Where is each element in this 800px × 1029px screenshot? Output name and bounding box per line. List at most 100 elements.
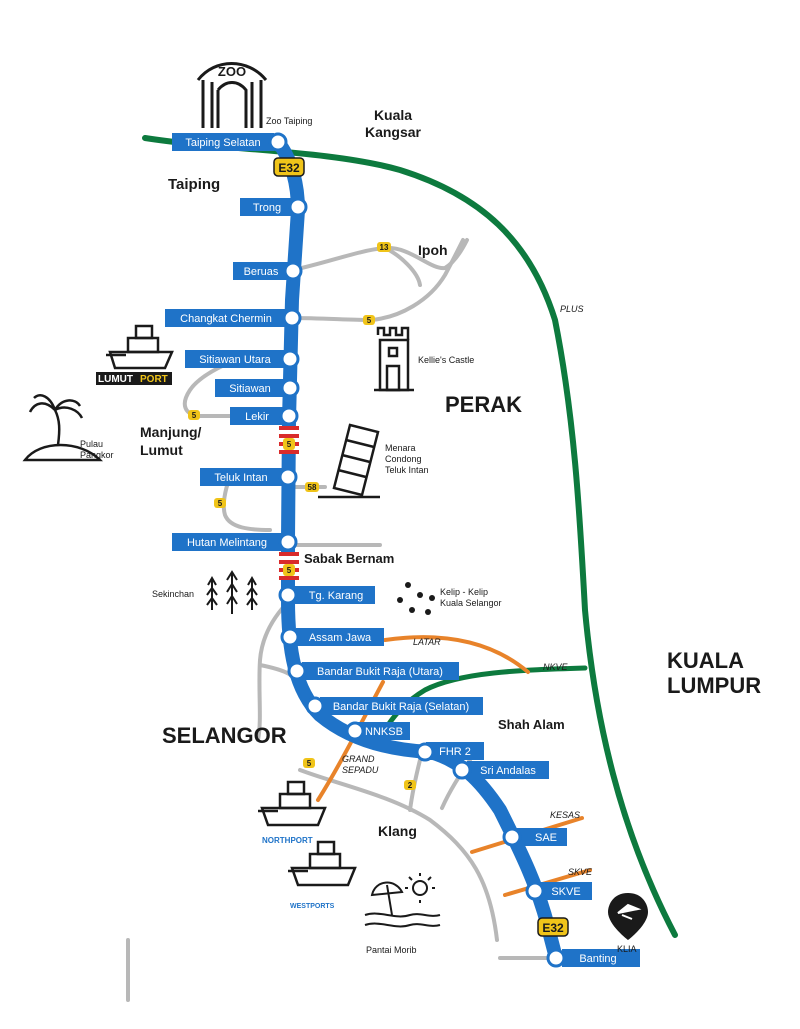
interchange-sae[interactable]: SAE — [514, 828, 567, 846]
svg-text:FHR 2: FHR 2 — [439, 746, 471, 758]
interchange-assam-jawa[interactable]: Assam Jawa — [296, 628, 384, 646]
place-klang: Klang — [378, 823, 417, 839]
interchange-changkat-chermin[interactable]: Changkat Chermin — [165, 309, 287, 327]
place-shah-alam: Shah Alam — [498, 717, 565, 732]
paddy-icon — [206, 570, 258, 614]
interchange-fhr-2[interactable]: FHR 2 — [426, 742, 484, 760]
interchange-nodes — [268, 132, 566, 968]
landmark-pulau-pangkor-line1: Pulau — [80, 439, 103, 449]
plus-highway — [142, 135, 678, 938]
svg-text:Sitiawan Utara: Sitiawan Utara — [199, 354, 271, 366]
place-ipoh: Ipoh — [418, 242, 448, 258]
place-kuala-kangsar-line1: Kuala — [374, 107, 412, 123]
westports-logo: WESTPORTS — [290, 903, 335, 910]
lumut-port-badge — [96, 372, 172, 385]
svg-text:Beruas: Beruas — [244, 266, 279, 278]
svg-text:Lekir: Lekir — [245, 411, 269, 423]
highway-label-grand-sepadu-line1: GRAND — [342, 754, 375, 764]
svg-text:13: 13 — [380, 243, 389, 252]
castle-icon — [374, 326, 414, 392]
interchange-labels: Taiping Selatan Trong Beruas Changkat Ch… — [165, 133, 640, 967]
firefly-icon — [397, 582, 435, 615]
svg-text:2: 2 — [408, 781, 413, 790]
place-kuala-lumpur-line2: LUMPUR — [667, 673, 761, 698]
svg-text:Taiping Selatan: Taiping Selatan — [185, 137, 260, 149]
highway-label-plus: PLUS — [560, 304, 584, 314]
landmark-sekinchan: Sekinchan — [152, 589, 194, 599]
westports-ship-icon — [288, 840, 357, 887]
svg-text:Assam Jawa: Assam Jawa — [309, 632, 372, 644]
state-perak: PERAK — [445, 392, 522, 417]
landmark-menara-line2: Condong — [385, 454, 422, 464]
svg-text:Tg. Karang: Tg. Karang — [309, 590, 363, 602]
landmark-kelip-line1: Kelip - Kelip — [440, 587, 488, 597]
highway-label-kesas: KESAS — [550, 810, 580, 820]
zoo-sign-text: ZOO — [218, 64, 246, 79]
interchange-tg-karang[interactable]: Tg. Karang — [292, 586, 375, 604]
interchange-taiping-selatan[interactable]: Taiping Selatan — [172, 133, 274, 151]
e32-shield-north: E32 — [273, 157, 305, 177]
leaning-tower-icon — [318, 423, 380, 499]
interchange-banting[interactable]: Banting — [562, 949, 640, 967]
landmark-klia: KLIA — [617, 944, 637, 954]
svg-text:E32: E32 — [542, 921, 564, 935]
place-kuala-lumpur-line1: KUALA — [667, 648, 744, 673]
interchange-nnksb[interactable]: NNKSB — [358, 722, 410, 740]
e32-shield-south: E32 — [537, 917, 569, 937]
interchange-hutan-melintang[interactable]: Hutan Melintang — [172, 533, 282, 551]
interchange-bandar-bukit-raja-selatan[interactable]: Bandar Bukit Raja (Selatan) — [320, 697, 483, 715]
interchange-teluk-intan[interactable]: Teluk Intan — [200, 468, 283, 486]
svg-text:Trong: Trong — [253, 202, 281, 214]
palm-island-icon — [22, 394, 104, 462]
lumut-port-text-1: LUMUT — [98, 374, 133, 385]
svg-text:5: 5 — [218, 499, 223, 508]
svg-text:Sitiawan: Sitiawan — [229, 383, 271, 395]
interchange-sitiawan[interactable]: Sitiawan — [215, 379, 285, 397]
beach-umbrella-icon — [364, 873, 441, 928]
svg-text:5: 5 — [287, 440, 292, 449]
lumut-port-text-2: PORT — [140, 374, 168, 385]
interchange-lekir[interactable]: Lekir — [230, 407, 285, 425]
northport-ship-icon — [258, 780, 327, 827]
svg-text:Teluk Intan: Teluk Intan — [214, 472, 267, 484]
highway-label-skve: SKVE — [568, 867, 593, 877]
interchange-bandar-bukit-raja-utara[interactable]: Bandar Bukit Raja (Utara) — [302, 662, 459, 680]
place-kuala-kangsar-line2: Kangsar — [365, 124, 422, 140]
interchange-beruas[interactable]: Beruas — [233, 262, 290, 280]
interchange-sitiawan-utara[interactable]: Sitiawan Utara — [185, 350, 285, 368]
state-selangor: SELANGOR — [162, 723, 287, 748]
place-taiping: Taiping — [168, 176, 220, 193]
highway-label-nkve: NKVE — [543, 662, 569, 672]
place-sabak-bernam: Sabak Bernam — [304, 551, 394, 566]
svg-text:Bandar Bukit Raja (Utara): Bandar Bukit Raja (Utara) — [317, 666, 443, 678]
svg-text:SKVE: SKVE — [551, 886, 580, 898]
svg-text:Sri Andalas: Sri Andalas — [480, 765, 536, 777]
highway-label-grand-sepadu-line2: SEPADU — [342, 765, 379, 775]
landmark-menara-line1: Menara — [385, 443, 416, 453]
landmark-menara-line3: Teluk Intan — [385, 465, 429, 475]
svg-text:NNKSB: NNKSB — [365, 726, 403, 738]
zoo-arch-icon — [196, 62, 268, 128]
place-manjung-line1: Manjung/ — [140, 424, 202, 440]
svg-text:Changkat Chermin: Changkat Chermin — [180, 313, 272, 325]
svg-text:5: 5 — [192, 411, 197, 420]
svg-text:58: 58 — [308, 483, 317, 492]
interchange-trong[interactable]: Trong — [240, 198, 295, 216]
svg-text:5: 5 — [367, 316, 372, 325]
interchange-skve[interactable]: SKVE — [537, 882, 592, 900]
landmark-zoo-taiping: Zoo Taiping — [266, 116, 312, 126]
place-manjung-line2: Lumut — [140, 442, 183, 458]
landmark-kellies-castle: Kellie's Castle — [418, 355, 474, 365]
interchange-sri-andalas[interactable]: Sri Andalas — [467, 761, 549, 779]
svg-text:5: 5 — [287, 566, 292, 575]
landmark-kelip-line2: Kuala Selangor — [440, 598, 502, 608]
svg-text:E32: E32 — [278, 161, 300, 175]
svg-text:5: 5 — [307, 759, 312, 768]
svg-text:SAE: SAE — [535, 832, 557, 844]
route-number-shields: 13 5 5 5 5 5 58 5 2 — [188, 242, 416, 790]
airport-pin-icon — [608, 893, 648, 940]
svg-text:Banting: Banting — [579, 953, 616, 965]
landmark-pantai-morib: Pantai Morib — [366, 945, 417, 955]
